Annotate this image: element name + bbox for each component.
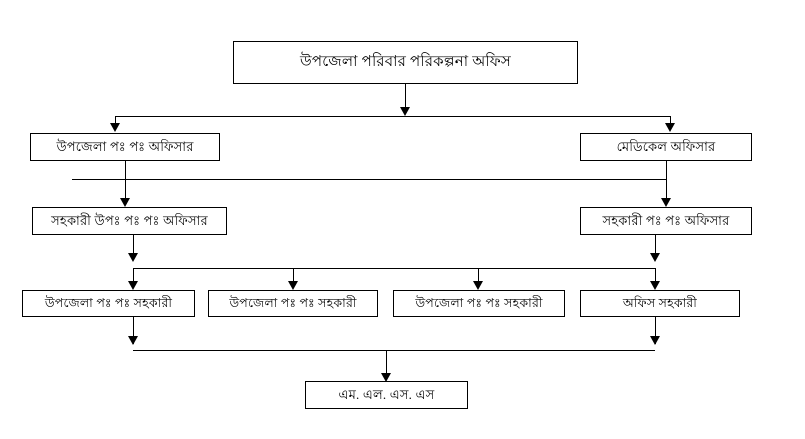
node-label: উপজেলা পঃ পঃ সহকারী <box>229 295 357 310</box>
connector-bottom-bus-to-mlss <box>386 350 387 376</box>
arrow-to-upazila-officer <box>110 123 120 132</box>
node-label: সহকারী পঃ পঃ অফিসার <box>602 212 730 228</box>
arrow-to-mlss <box>381 373 391 382</box>
connector-level4-bus <box>133 268 655 269</box>
connector-bus-to-level3-right <box>666 179 667 201</box>
connector-bus-to-level4-box3 <box>478 268 479 286</box>
node-label: মেডিকেল অফিসার <box>616 138 716 154</box>
node-label: অফিস সহকারী <box>622 295 698 310</box>
arrow-level4-box1-to-bottom-bus <box>128 336 138 345</box>
node-upazila-pp-officer[interactable]: উপজেলা পঃ পঃ অফিসার <box>30 133 220 161</box>
arrow-to-assistant-pp-officer <box>661 198 671 207</box>
node-assistant-pp-officer[interactable]: সহকারী পঃ পঃ অফিসার <box>580 207 752 235</box>
connector-level3-bus <box>72 179 667 180</box>
arrow-level4-box4-to-bottom-bus <box>650 336 660 345</box>
connector-bus-to-level2-right <box>670 116 671 125</box>
node-label: সহকারী উপঃ পঃ পঃ অফিসার <box>51 212 208 228</box>
node-label: উপজেলা পঃ পঃ সহকারী <box>44 295 173 310</box>
arrow-to-level4-box3 <box>473 281 483 290</box>
node-upazila-pp-assistant-2[interactable]: উপজেলা পঃ পঃ সহকারী <box>208 290 378 317</box>
connector-level2-bus <box>115 116 671 117</box>
arrow-to-medical-officer <box>665 123 675 132</box>
connector-bus-to-level4-box2 <box>293 268 294 286</box>
connector-level2-left-down <box>125 161 126 179</box>
arrow-to-level4-box2 <box>288 281 298 290</box>
arrow-to-level4-box4 <box>650 281 660 290</box>
arrow-level3-left-to-bus <box>128 253 138 262</box>
connector-bus-to-level2-left <box>115 116 116 125</box>
node-label: উপজেলা পঃ পঃ সহকারী <box>415 295 543 310</box>
connector-level2-right-down <box>666 161 667 179</box>
node-mlss[interactable]: এম. এল. এস. এস <box>305 381 468 409</box>
connector-level4-box1-down <box>133 317 134 344</box>
connector-bus-to-level4-box1 <box>133 268 134 286</box>
node-office-assistant[interactable]: অফিস সহকারী <box>580 290 740 317</box>
node-assistant-upazila-pp-officer[interactable]: সহকারী উপঃ পঃ পঃ অফিসার <box>32 207 227 235</box>
node-medical-officer[interactable]: মেডিকেল অফিসার <box>580 133 752 161</box>
node-label: এম. এল. এস. এস <box>338 386 435 402</box>
arrow-to-assistant-upazila-officer <box>120 198 130 207</box>
node-upazila-pp-assistant-3[interactable]: উপজেলা পঃ পঃ সহকারী <box>393 290 565 317</box>
arrow-level3-right-to-bus <box>650 253 660 262</box>
connector-level3-right-down <box>655 235 656 260</box>
connector-level4-box4-down <box>655 317 656 344</box>
node-upazila-family-planning-office[interactable]: উপজেলা পরিবার পরিকল্পনা অফিস <box>233 41 578 84</box>
connector-bottom-bus <box>133 350 655 351</box>
connector-root-stem <box>405 84 406 110</box>
node-label: উপজেলা পরিবার পরিকল্পনা অফিস <box>300 54 511 71</box>
connector-level3-left-down <box>133 235 134 260</box>
node-upazila-pp-assistant-1[interactable]: উপজেলা পঃ পঃ সহকারী <box>22 290 195 317</box>
node-label: উপজেলা পঃ পঃ অফিসার <box>56 138 194 154</box>
connector-bus-to-level3-left <box>125 179 126 201</box>
connector-bus-to-level4-box4 <box>655 268 656 286</box>
arrow-to-level4-box1 <box>128 281 138 290</box>
arrow-root-to-bus <box>400 107 410 116</box>
